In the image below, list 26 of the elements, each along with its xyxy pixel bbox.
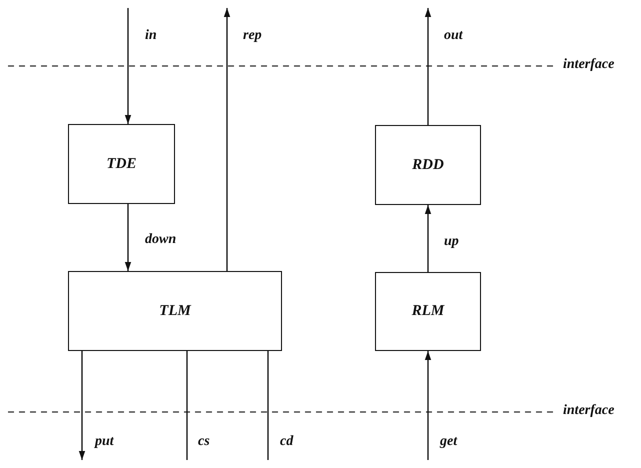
arrow: [78, 351, 86, 460]
module-box: [68, 124, 175, 204]
edge-label: rep: [243, 28, 262, 44]
arrow: [424, 205, 432, 272]
arrow: [224, 8, 230, 271]
module-name: TLM: [159, 302, 191, 320]
module-box: [68, 271, 282, 351]
edge-label: down: [145, 232, 176, 248]
module-name: RLM: [412, 303, 444, 320]
edge-label: in: [145, 28, 157, 44]
module-name: RDD: [412, 156, 444, 174]
edge-label: put: [95, 434, 114, 450]
edge-label: get: [440, 434, 458, 450]
arrow: [124, 204, 132, 271]
arrow: [424, 351, 432, 460]
edge-label: out: [444, 28, 463, 44]
boundary-label: interface: [563, 57, 614, 73]
module-box: [375, 125, 481, 205]
edge-label: cd: [280, 434, 294, 450]
module-name: TDE: [106, 156, 136, 172]
arrow: [424, 8, 432, 125]
edge-label: cs: [198, 434, 210, 450]
boundary-label: interface: [563, 403, 614, 419]
module-box: [375, 272, 481, 351]
edge-label: up: [444, 234, 459, 250]
arrow: [124, 8, 132, 124]
